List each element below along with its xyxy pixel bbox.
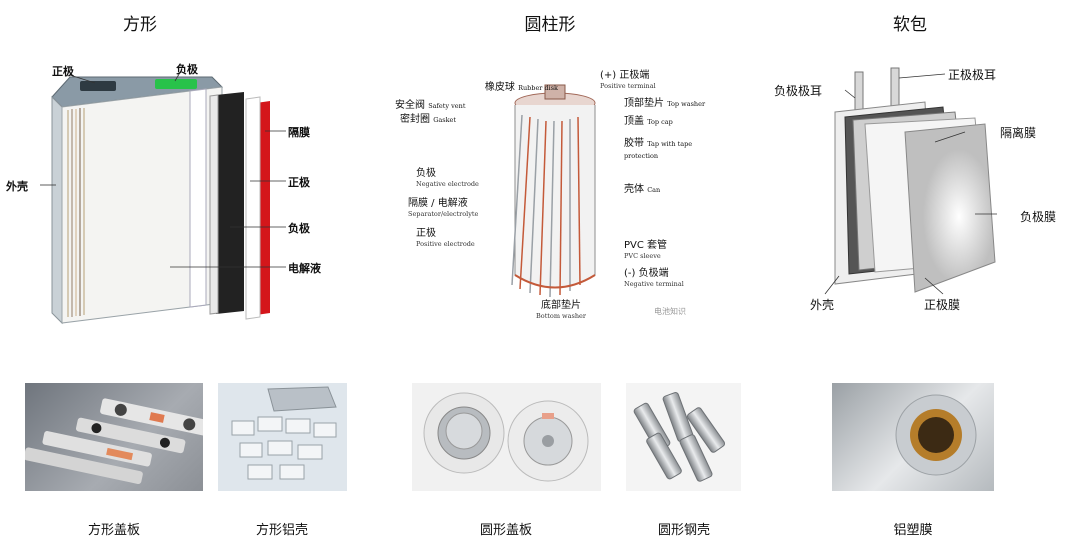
cyl-top-cap-label: 顶盖 Top cap [624, 116, 673, 127]
cyl-gasket-label: 密封圈 Gasket [400, 114, 456, 125]
cyl-safety-vent-label: 安全阀 Safety vent [395, 100, 466, 111]
prismatic-positive-label: 正极 [288, 176, 310, 189]
title-pouch: 软包 [893, 15, 927, 35]
prismatic-cap-caption: 方形盖板 [87, 523, 140, 538]
cyl-can-label: 壳体 Can [624, 184, 661, 195]
pouch-negative-tab-label: 负极极耳 [774, 84, 823, 98]
cylindrical-cell-diagram [511, 84, 596, 298]
prismatic-shell-caption: 方形铝壳 [255, 523, 308, 538]
title-prismatic: 方形 [123, 15, 157, 35]
title-cylindrical: 圆柱形 [524, 15, 576, 35]
prismatic-electrolyte-label: 电解液 [288, 262, 321, 275]
pouch-positive-film-label: 正极膜 [924, 298, 961, 312]
aluminum-film-photo [832, 383, 994, 491]
cyl-tape-label: 胶带 Tap with tape protection [624, 138, 693, 160]
prismatic-cap-photo [25, 383, 203, 491]
prismatic-cell-diagram [40, 68, 286, 325]
pouch-cell-diagram [824, 67, 997, 295]
pouch-positive-tab-label: 正极极耳 [948, 68, 997, 82]
aluminum-film-caption: 铝塑膜 [893, 523, 933, 538]
prismatic-separator-label: 隔膜 [288, 126, 310, 139]
prismatic-casing-label: 外壳 [6, 180, 28, 193]
cyl-rubber-disk-label: 橡皮球 Rubber disk [484, 82, 558, 93]
prismatic-shell-photo [218, 383, 347, 491]
cylindrical-shell-photo [626, 383, 741, 491]
cylindrical-shell-caption: 圆形钢壳 [657, 523, 710, 538]
pouch-negative-film-label: 负极膜 [1020, 210, 1057, 224]
pouch-casing-label: 外壳 [810, 298, 835, 312]
prismatic-negative-label: 负极 [288, 222, 310, 235]
cyl-top-washer-label: 顶部垫片 Top washer [624, 98, 706, 109]
cylindrical-cap-photo [412, 383, 601, 491]
prismatic-negative-tab-label: 负极 [176, 63, 198, 76]
cylindrical-cap-caption: 圆形盖板 [479, 523, 532, 538]
cyl-watermark: 电池知识 [654, 307, 686, 316]
prismatic-positive-tab-label: 正极 [52, 65, 74, 78]
pouch-separator-label: 隔离膜 [1000, 126, 1037, 140]
